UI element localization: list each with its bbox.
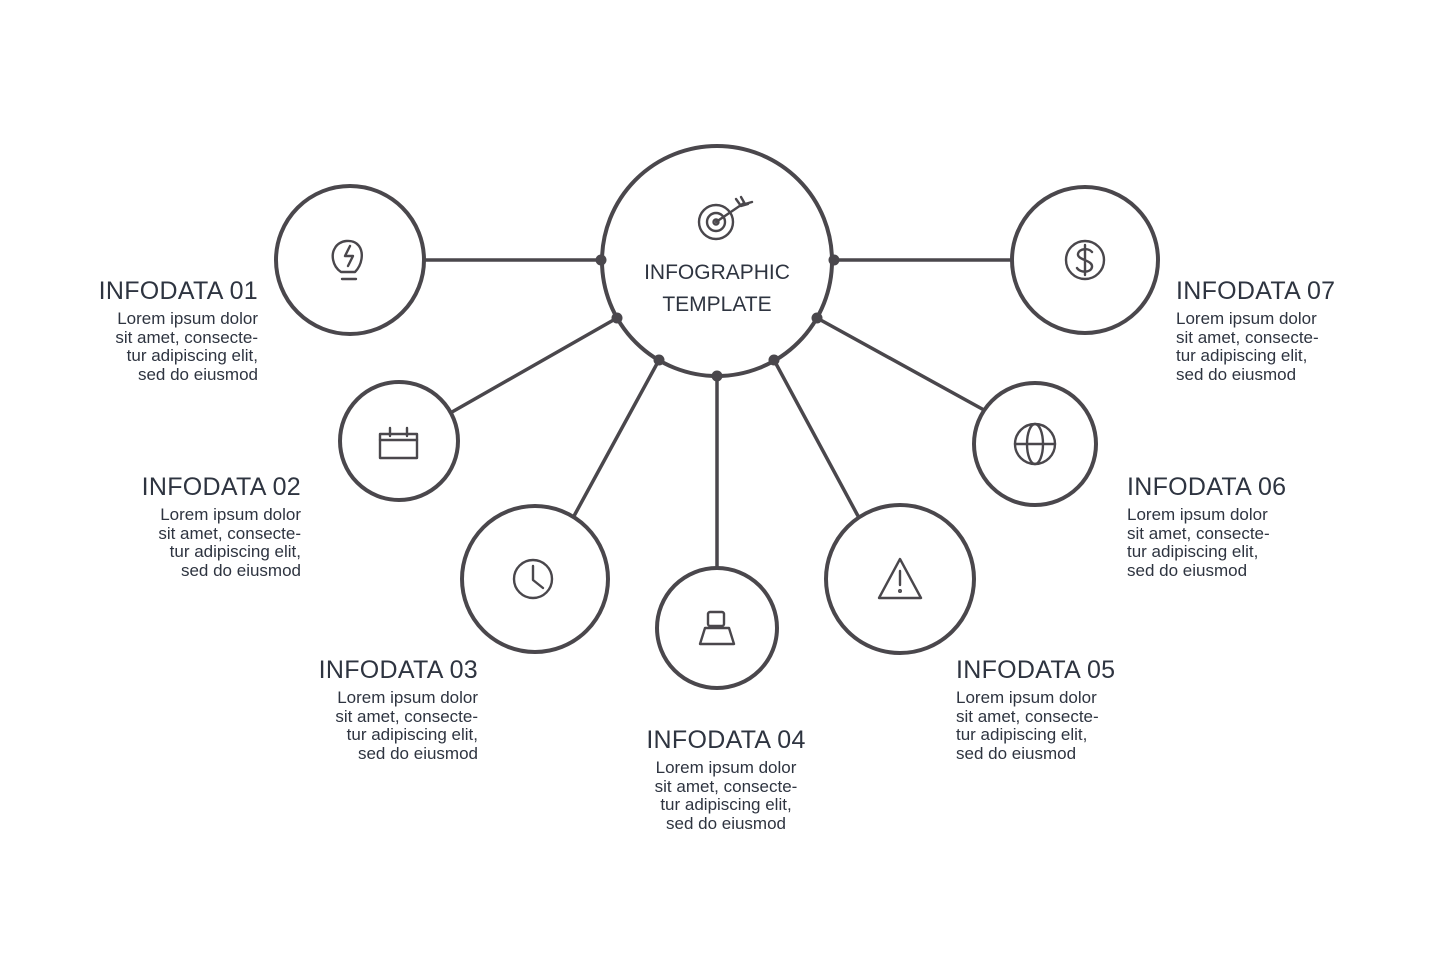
- warning-icon: [877, 557, 923, 600]
- description-line: sed do eiusmod: [180, 560, 301, 580]
- description-line: Lorem ipsum dolor: [1127, 505, 1268, 524]
- description-line: tur adipiscing elit,: [169, 542, 301, 561]
- description-line: tur adipiscing elit,: [956, 725, 1088, 744]
- item-title: INFODATA 03: [318, 656, 478, 684]
- item-label-06: INFODATA 06 Lorem ipsum dolor sit amet, …: [1127, 472, 1427, 580]
- lightbulb-icon: [331, 239, 363, 281]
- item-title: INFODATA 01: [98, 277, 258, 305]
- description-line: sit amet, consecte-: [956, 706, 1099, 726]
- item-title: INFODATA 05: [956, 656, 1116, 684]
- joint-dot: [828, 254, 840, 266]
- description-line: sed do eiusmod: [357, 743, 478, 763]
- center-title-line2: TEMPLATE: [662, 293, 771, 316]
- description-line: sed do eiusmod: [956, 743, 1077, 763]
- center-title-line1: INFOGRAPHIC: [644, 261, 790, 284]
- description-line: sed do eiusmod: [1176, 364, 1297, 384]
- joint-dot: [768, 354, 780, 366]
- description-line: Lorem ipsum dolor: [1176, 309, 1317, 328]
- item-description: Lorem ipsum dolor sit amet, consecte- tu…: [0, 309, 258, 384]
- item-label-03: INFODATA 03 Lorem ipsum dolor sit amet, …: [178, 655, 478, 763]
- joint-dot: [711, 370, 723, 382]
- target-icon: [697, 195, 754, 241]
- item-title: INFODATA 07: [1176, 277, 1336, 305]
- description-line: sit amet, consecte-: [115, 327, 258, 347]
- joint-dot: [595, 254, 607, 266]
- description-line: sit amet, consecte-: [654, 776, 798, 796]
- item-label-07: INFODATA 07 Lorem ipsum dolor sit amet, …: [1176, 276, 1435, 384]
- user-icon: [698, 610, 736, 646]
- item-label-02: INFODATA 02 Lorem ipsum dolor sit amet, …: [1, 472, 301, 580]
- description-line: sit amet, consecte-: [335, 706, 478, 726]
- description-line: sit amet, consecte-: [158, 523, 301, 543]
- description-line: sed do eiusmod: [1127, 560, 1248, 580]
- item-circle-03: [460, 504, 610, 654]
- item-description: Lorem ipsum dolor sit amet, consecte- tu…: [1176, 309, 1435, 384]
- item-description: Lorem ipsum dolor sit amet, consecte- tu…: [576, 758, 876, 833]
- item-label-01: INFODATA 01 Lorem ipsum dolor sit amet, …: [0, 276, 258, 384]
- description-line: tur adipiscing elit,: [1127, 542, 1259, 561]
- item-description: Lorem ipsum dolor sit amet, consecte- tu…: [1127, 505, 1427, 580]
- connector-03: [572, 358, 661, 518]
- joint-dot: [811, 312, 823, 324]
- item-description: Lorem ipsum dolor sit amet, consecte- tu…: [178, 688, 478, 763]
- description-line: sit amet, consecte-: [1127, 523, 1270, 543]
- item-label-05: INFODATA 05 Lorem ipsum dolor sit amet, …: [956, 655, 1256, 763]
- description-line: Lorem ipsum dolor: [117, 309, 258, 328]
- connector-06: [815, 316, 986, 412]
- connector-05: [772, 358, 860, 518]
- dollar-icon: [1064, 239, 1106, 281]
- description-line: tur adipiscing elit,: [346, 725, 478, 744]
- item-title: INFODATA 02: [141, 473, 301, 501]
- description-line: sed do eiusmod: [665, 813, 787, 833]
- description-line: sit amet, consecte-: [1176, 327, 1319, 347]
- item-title: INFODATA 04: [646, 726, 806, 754]
- description-line: Lorem ipsum dolor: [337, 688, 478, 707]
- description-line: tur adipiscing elit,: [126, 346, 258, 365]
- connector-02: [450, 316, 619, 414]
- calendar-icon: [378, 426, 419, 460]
- joint-dot: [653, 354, 665, 366]
- item-label-04: INFODATA 04 Lorem ipsum dolor sit amet, …: [576, 725, 876, 833]
- description-line: tur adipiscing elit,: [1176, 346, 1308, 365]
- description-line: Lorem ipsum dolor: [160, 505, 301, 524]
- description-line: Lorem ipsum dolor: [655, 758, 797, 777]
- joint-dot: [611, 312, 623, 324]
- clock-icon: [512, 558, 554, 600]
- description-line: tur adipiscing elit,: [660, 795, 792, 814]
- item-description: Lorem ipsum dolor sit amet, consecte- tu…: [956, 688, 1256, 763]
- item-title: INFODATA 06: [1127, 473, 1287, 501]
- description-line: Lorem ipsum dolor: [956, 688, 1097, 707]
- globe-icon: [1013, 422, 1057, 466]
- description-line: sed do eiusmod: [137, 364, 258, 384]
- item-description: Lorem ipsum dolor sit amet, consecte- tu…: [1, 505, 301, 580]
